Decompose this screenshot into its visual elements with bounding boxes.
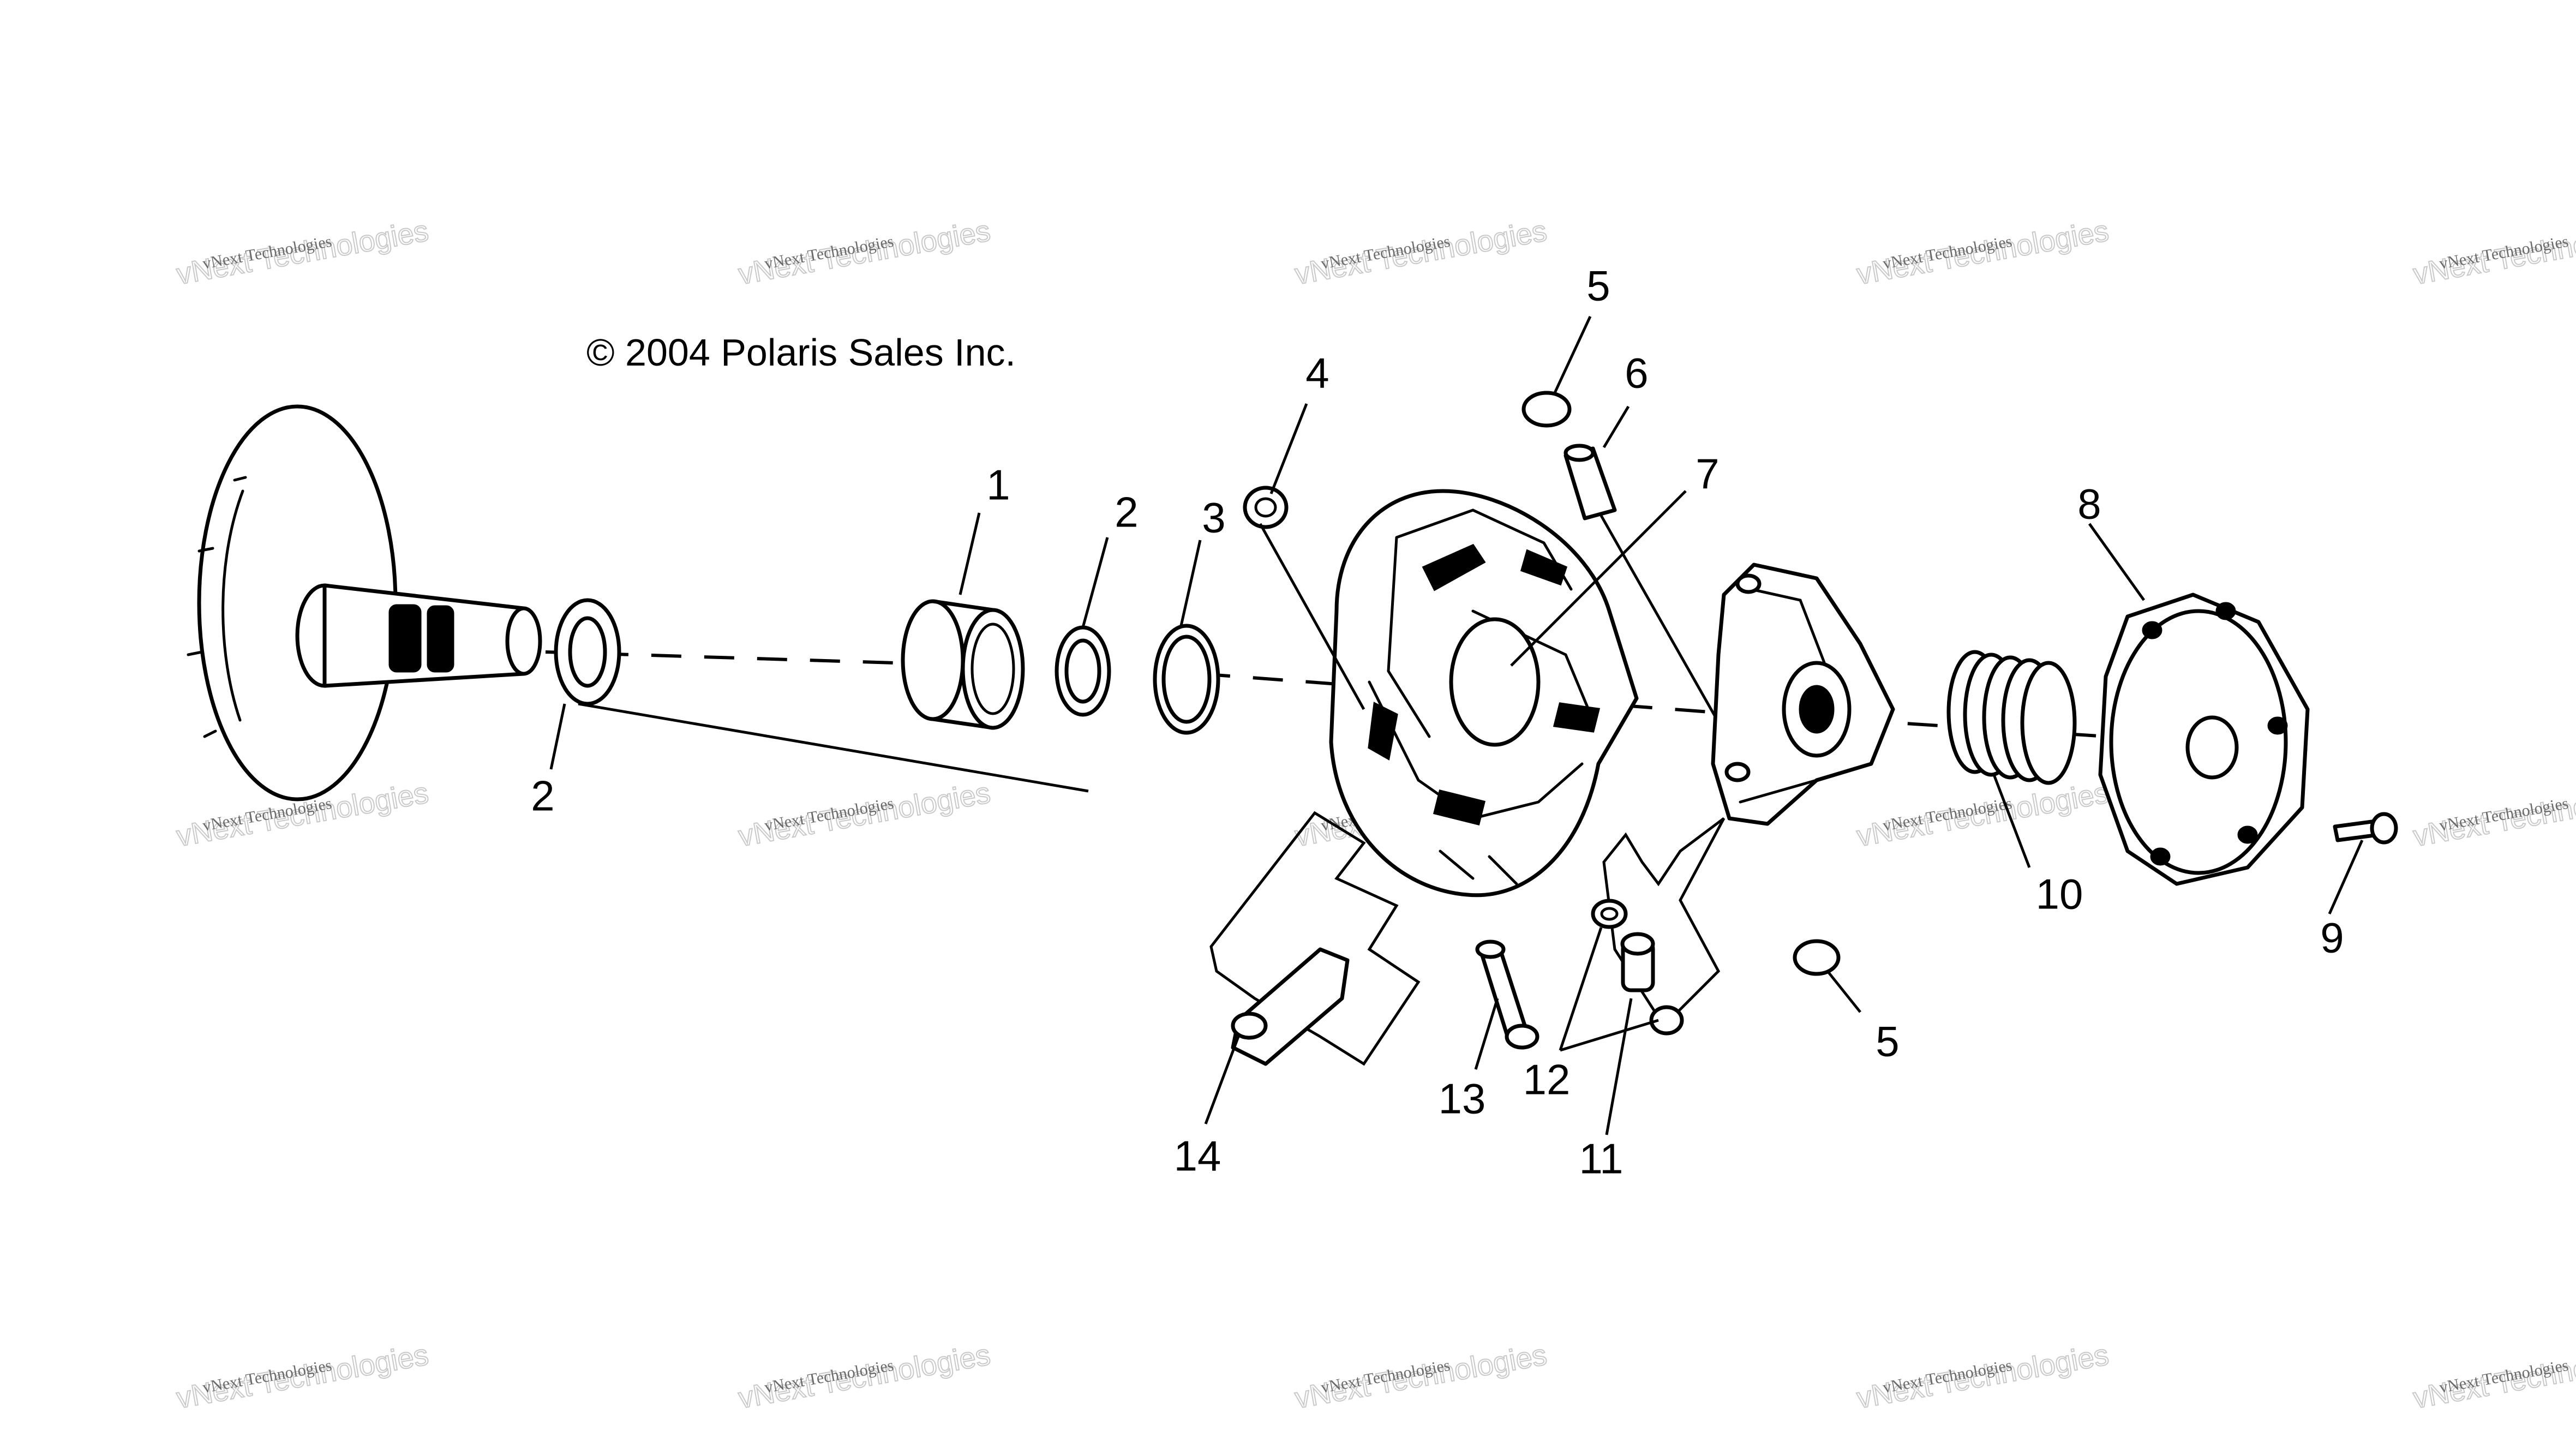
cover-part-8 <box>2098 593 2310 886</box>
callout-9: 9 <box>2320 914 2344 962</box>
bushing-part-1 <box>901 599 1025 730</box>
leader-lines <box>549 315 2364 1135</box>
callout-4: 4 <box>1305 349 1329 397</box>
callout-8: 8 <box>2077 480 2101 528</box>
watermark: vNext Technologies vNext Technologies <box>735 1338 993 1415</box>
watermark: vNext Technologies vNext Technologies <box>1854 214 2112 291</box>
callout-10: 10 <box>2036 870 2083 918</box>
spider-housing-part-7 <box>1329 489 1639 898</box>
callout-7: 7 <box>1696 450 1719 498</box>
callout-2-right: 2 <box>1115 488 1138 536</box>
bolt-part-9 <box>2333 812 2398 845</box>
callout-2-left: 2 <box>531 772 554 820</box>
copyright-notice: © 2004 Polaris Sales Inc. <box>586 331 1016 374</box>
spider-cover-part <box>1711 563 1895 826</box>
washer-part-12 <box>1591 899 1628 929</box>
sheave-shaft-part <box>187 404 542 801</box>
callout-5-bottom: 5 <box>1876 1018 1899 1066</box>
washer-part-2-right <box>1055 625 1111 717</box>
watermark: vNext Technologies vNext Technologies <box>2410 214 2576 291</box>
watermark: vNext Technologies vNext Technologies <box>2410 1338 2576 1415</box>
watermark: vNext Technologies vNext Technologies <box>173 1338 432 1415</box>
watermark: vNext Technologies vNext Technologies <box>2410 776 2576 853</box>
roller-bracket-outline <box>1602 817 1726 1028</box>
callout-13: 13 <box>1439 1075 1486 1123</box>
roller-part-11 <box>1620 932 1684 1036</box>
callout-1: 1 <box>986 461 1010 509</box>
sleeve-part-6 <box>1563 444 1775 819</box>
callout-14: 14 <box>1174 1132 1221 1180</box>
cap-part-5-top <box>1521 391 1572 428</box>
spring-part-10 <box>1946 650 2077 785</box>
callout-3: 3 <box>1202 494 1225 542</box>
callout-5-top: 5 <box>1586 262 1610 310</box>
bolt-part-13 <box>1475 940 1539 1050</box>
watermark: vNext Technologies vNext Technologies <box>173 214 432 291</box>
washer-part-3 <box>1153 624 1220 735</box>
callout-6: 6 <box>1625 349 1648 397</box>
watermark: vNext Technologies vNext Technologies <box>735 214 993 291</box>
watermark: vNext Technologies vNext Technologies <box>1854 776 2112 853</box>
watermark: vNext Technologies vNext Technologies <box>1292 1338 1550 1415</box>
washer-part-2-left <box>554 598 621 706</box>
cap-part-5-bottom <box>1793 939 1841 976</box>
callout-11: 11 <box>1579 1135 1624 1183</box>
watermark: vNext Technologies vNext Technologies <box>1854 1338 2112 1415</box>
callout-12: 12 <box>1523 1056 1571 1104</box>
watermark: vNext Technologies vNext Technologies <box>735 776 993 853</box>
callout-labels: 1 2 2 3 4 5 5 6 7 8 9 10 11 12 13 14 <box>531 262 2344 1183</box>
watermark: vNext Technologies vNext Technologies <box>1292 214 1550 291</box>
nut-part-4 <box>1243 486 1289 529</box>
